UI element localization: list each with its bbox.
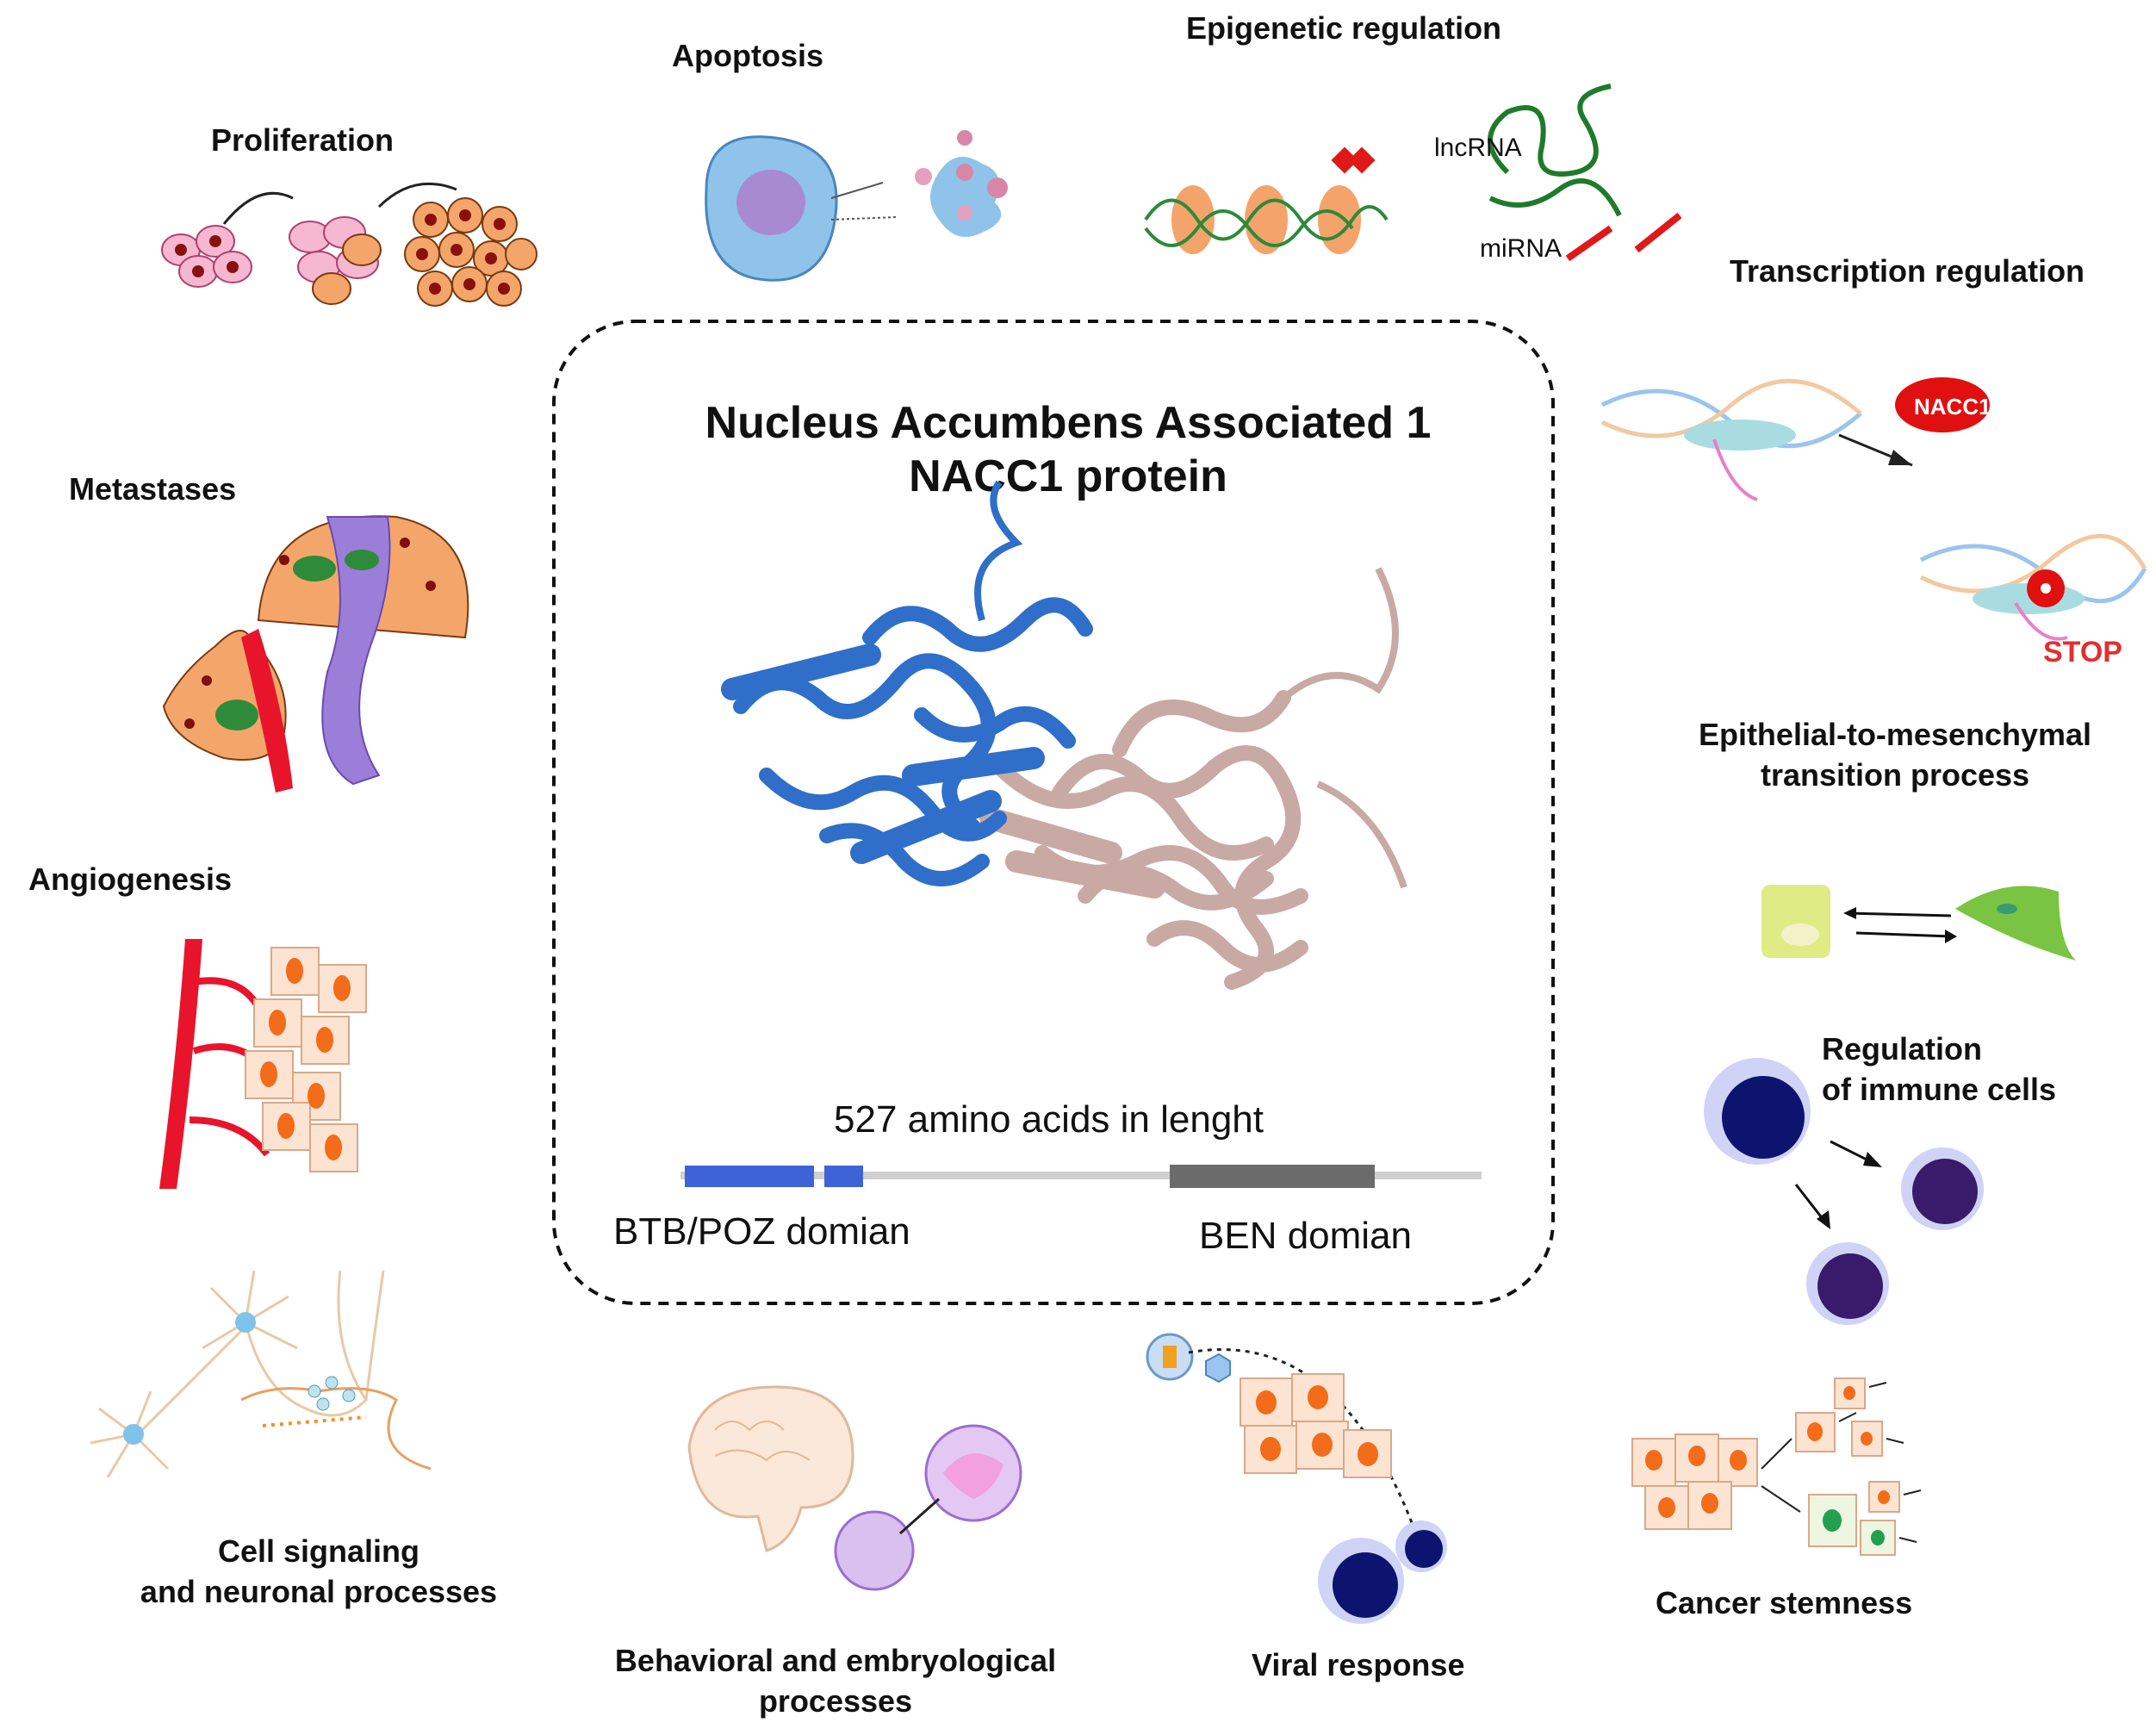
apoptosis-illustration: [705, 130, 1008, 282]
cell-signaling-label-line1: Cell signaling: [217, 1533, 420, 1569]
protein-title-line2: NACC1 protein: [909, 451, 1227, 502]
viral-response-label: Viral response: [1252, 1647, 1465, 1682]
immune-cells-illustration: [1704, 1058, 1984, 1325]
stop-label: STOP: [2043, 636, 2122, 669]
behavioral-embryological-label: Behavioral and embryological processes: [577, 1641, 1094, 1722]
nucleosome-icons: [1144, 185, 1389, 254]
immune-label-line2: of immune cells: [1822, 1071, 2057, 1107]
nacc1-badge: NACC1: [1914, 394, 1991, 420]
neuron-synapse-illustration: [90, 1270, 432, 1478]
immune-label-line1: Regulation: [1822, 1031, 1982, 1066]
cancer-stemness-label: Cancer stemness: [1656, 1585, 1913, 1620]
protein-structure-illustration: [721, 480, 1407, 990]
ben-domain-label: BEN domian: [1199, 1215, 1413, 1257]
angiogenesis-illustration: [159, 939, 367, 1189]
epigenetic-illustration: [1144, 84, 1682, 262]
behavioral-label-line2: processes: [758, 1682, 913, 1719]
ben-domain-bar: [1170, 1165, 1375, 1188]
transcription-regulation-label: Transcription regulation: [1730, 253, 2085, 289]
brain-embryo-illustration: [687, 1385, 1022, 1591]
emt-illustration: [1761, 885, 2076, 961]
cancer-stemness-illustration: [1631, 1377, 1922, 1556]
apoptosis-label: Apoptosis: [672, 38, 823, 73]
viral-response-illustration: [1146, 1333, 1447, 1624]
cell-signaling-label-line2: and neuronal processes: [140, 1573, 498, 1609]
protein-title-line1: Nucleus Accumbens Associated 1: [705, 398, 1432, 448]
immune-regulation-label: Regulation of immune cells: [1822, 1029, 2056, 1110]
metastases-illustration: [162, 515, 469, 793]
cell-signaling-label: Cell signaling and neuronal processes: [112, 1532, 525, 1613]
emt-label-line2: transition process: [1760, 756, 2030, 793]
btb-poz-domain-label: BTB/POZ domian: [613, 1210, 910, 1253]
protein-backbone-line: [680, 1172, 1482, 1179]
emt-label-line1: Epithelial-to-mesenchymal: [1698, 717, 2092, 752]
proliferation-illustration: [161, 182, 537, 307]
epigenetic-regulation-label: Epigenetic regulation: [1186, 10, 1502, 46]
lncrna-label: lncRNA: [1434, 134, 1522, 162]
metastases-label: Metastases: [69, 471, 237, 507]
protein-length-label: 527 amino acids in lenght: [834, 1098, 1264, 1141]
angiogenesis-label: Angiogenesis: [28, 861, 233, 897]
btb-poz-domain-bar-part2: [824, 1166, 863, 1187]
transcription-illustration: [1600, 377, 2147, 641]
proliferation-label: Proliferation: [211, 122, 395, 158]
center-dashed-frame: [552, 320, 1555, 1305]
domain-map: [680, 1165, 1482, 1188]
btb-poz-domain-bar: [685, 1166, 814, 1187]
behavioral-label-line1: Behavioral and embryological: [614, 1643, 1057, 1678]
emt-label: Epithelial-to-mesenchymal transition pro…: [1654, 715, 2136, 796]
mirna-label: miRNA: [1480, 234, 1562, 263]
protein-title: Nucleus Accumbens Associated 1 NACC1 pro…: [560, 396, 1576, 504]
